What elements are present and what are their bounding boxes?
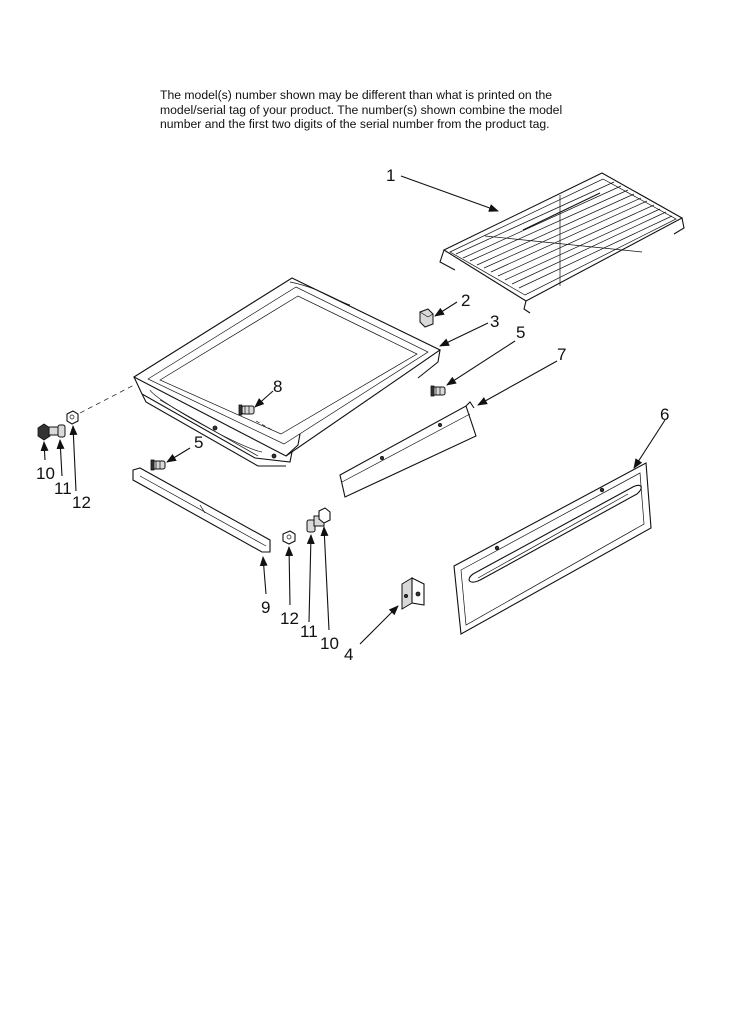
callout-5-right: 5 <box>516 323 525 342</box>
part-9-slide-rail <box>132 467 271 553</box>
callout-7: 7 <box>557 345 566 364</box>
callout-5-left: 5 <box>194 433 203 452</box>
part-12-nut-right <box>282 530 296 545</box>
part-6-drawer-front <box>453 462 652 635</box>
part-2-clip <box>419 308 434 328</box>
part-5-screw-right <box>430 385 446 397</box>
part-10-bolt-left <box>37 423 60 441</box>
callout-2: 2 <box>461 291 470 310</box>
callout-10-right: 10 <box>320 634 339 653</box>
model-number-note: The model(s) number shown may be differe… <box>160 88 620 132</box>
callout-11-right: 11 <box>300 622 318 641</box>
part-3-drawer-pan <box>132 277 442 467</box>
part-12-nut-left <box>66 410 79 425</box>
part-11-spacer-left <box>57 424 66 438</box>
callout-10-left: 10 <box>36 464 55 483</box>
callout-12-right: 12 <box>280 609 299 628</box>
callout-6: 6 <box>660 405 669 424</box>
callout-11-left: 11 <box>54 479 72 498</box>
note-line-1: The model(s) number shown may be differe… <box>160 88 553 102</box>
callout-12-left: 12 <box>72 493 91 512</box>
callout-9: 9 <box>261 598 270 617</box>
leader-lines <box>40 175 666 645</box>
note-line-2: model/serial tag of your product. The nu… <box>160 102 563 117</box>
part-5-screw-left <box>150 459 166 471</box>
callout-8: 8 <box>273 377 282 396</box>
part-10-bolt-right <box>313 507 331 527</box>
note-line-3: number and the first two digits of the s… <box>160 117 550 131</box>
callout-3: 3 <box>490 312 499 331</box>
part-1-wire-rack <box>439 172 685 314</box>
callout-1: 1 <box>386 166 395 185</box>
callout-labels: 1 2 3 5 7 8 6 5 10 11 12 9 12 11 10 4 <box>36 166 669 664</box>
callout-4: 4 <box>344 645 353 664</box>
part-8-screw <box>238 404 255 416</box>
alignment-lines <box>79 384 273 431</box>
part-4-bracket <box>401 577 425 610</box>
part-7-rail <box>339 401 477 498</box>
